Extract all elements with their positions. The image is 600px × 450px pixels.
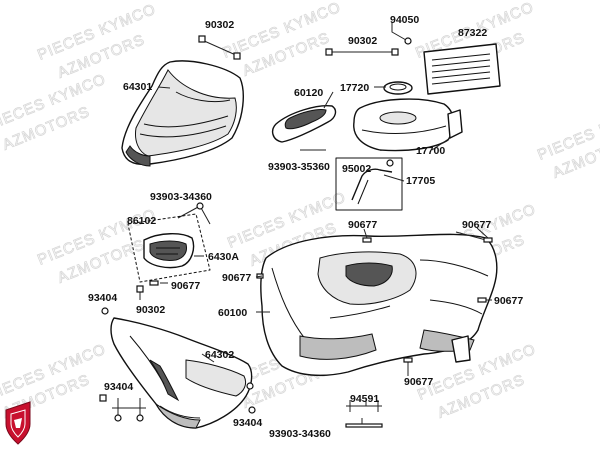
label-90677-e: 90677 [494,295,523,307]
label-94050: 94050 [390,14,419,26]
label-93404-b: 93404 [104,381,133,393]
label-86102: 86102 [127,215,156,227]
part-17720-cap-ring [383,81,413,95]
part-64301-front-cover [121,60,244,167]
part-60100-main-body [260,233,498,377]
label-87322: 87322 [458,27,487,39]
label-60100: 60100 [218,307,247,319]
label-64301: 64301 [123,81,152,93]
part-95002-hose-box [335,157,403,211]
label-94591: 94591 [350,393,379,405]
part-93404-bolt-center [248,406,256,414]
label-93404-a: 93404 [88,292,117,304]
label-17720: 17720 [340,82,369,94]
part-93404-90302-lower [101,285,144,315]
label-90677-d: 90677 [171,280,200,292]
label-90677-f: 90677 [404,376,433,388]
label-90677-a: 90677 [348,219,377,231]
label-17700: 17700 [416,145,445,157]
part-87322-label-plate [423,43,501,95]
part-17700-tank-cover [353,98,463,152]
part-90302-clip-mid [325,48,399,56]
leader-lines [157,86,492,424]
part-94050-cap [391,22,412,45]
part-60120-seat-pad [271,105,337,143]
label-95002: 95002 [342,163,371,175]
label-90302-low: 90302 [136,304,165,316]
label-93903-35360: 93903-35360 [268,161,330,173]
label-6430A: 6430A [208,251,239,263]
part-93903-34360-bolts-top [177,202,211,225]
part-6430A-headlight-assembly [127,213,211,283]
label-60120: 60120 [294,87,323,99]
label-17705: 17705 [406,175,435,187]
label-93903-34360-top: 93903-34360 [150,191,212,203]
part-90677-clip-headlight [149,280,159,286]
part-94591-bracket [345,400,383,428]
part-labels: 90302 94050 87322 90302 64301 60120 1772… [88,14,523,440]
label-90677-b: 90677 [462,219,491,231]
label-90677-c: 90677 [222,272,251,284]
kymco-shield-logo [5,401,31,445]
part-64302-front-panel [110,317,253,429]
label-93903-34360-bot: 93903-34360 [269,428,331,440]
label-93404-c: 93404 [233,417,262,429]
label-90302-top: 90302 [205,19,234,31]
part-90302-clip-top [198,35,241,60]
label-90302-mid: 90302 [348,35,377,47]
part-93404-bolts-bottom-left [99,382,254,422]
label-64302: 64302 [205,349,234,361]
